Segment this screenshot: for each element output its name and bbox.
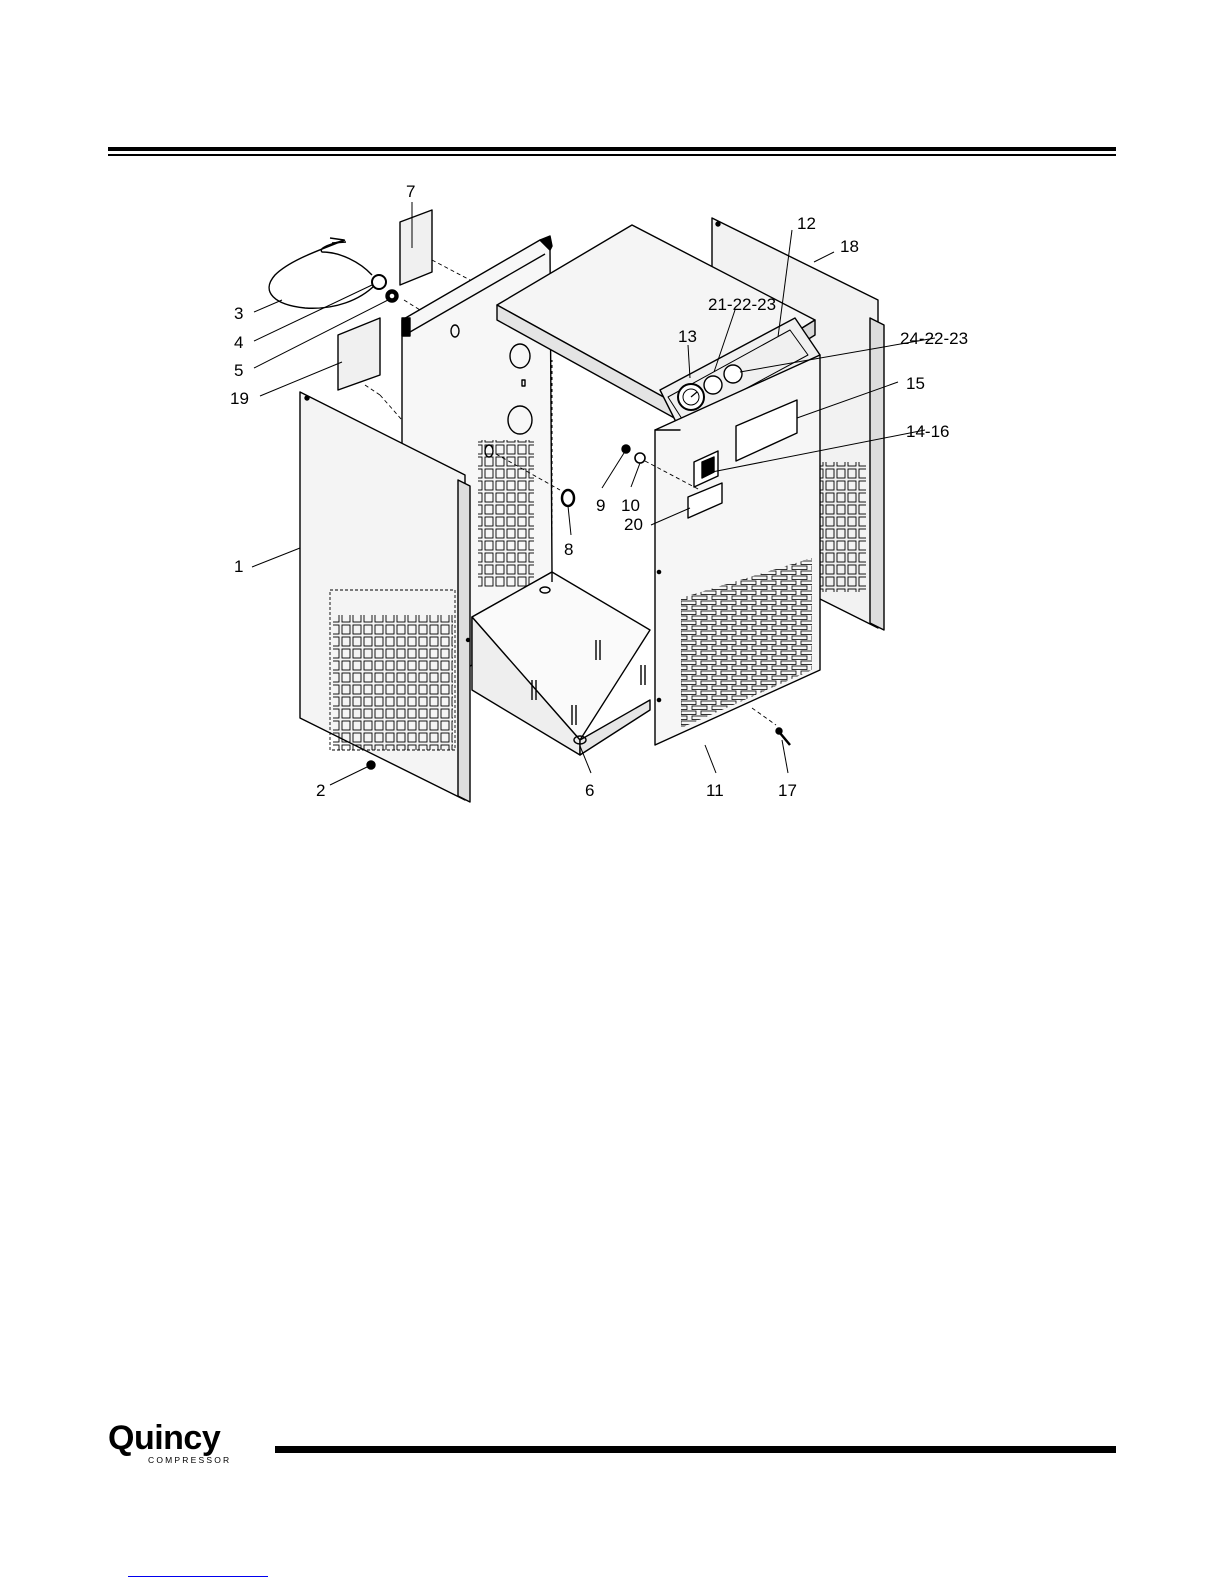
logo-wordmark: Quincy: [108, 1419, 220, 1458]
callout-4: 4: [234, 333, 243, 352]
footer-rule: [275, 1446, 1116, 1453]
callout-21-22-23: 21-22-23: [708, 295, 776, 314]
callout-18: 18: [840, 237, 859, 256]
callout-3: 3: [234, 304, 243, 323]
callout-14-16: 14-16: [906, 422, 949, 441]
callout-5: 5: [234, 361, 243, 380]
callout-17: 17: [778, 781, 797, 800]
callout-24-22-23: 24-22-23: [900, 329, 968, 348]
quincy-logo: Quincy COMPRESSOR: [108, 1425, 268, 1465]
callout-8: 8: [564, 540, 573, 559]
callout-20: 20: [624, 515, 643, 534]
callout-12: 12: [797, 214, 816, 233]
callout-11: 11: [706, 781, 724, 800]
power-cable: [269, 238, 398, 308]
callout-2: 2: [316, 781, 325, 800]
callout-6: 6: [585, 781, 594, 800]
callout-13: 13: [678, 327, 697, 346]
link-underline[interactable]: [128, 1576, 268, 1577]
callout-10: 10: [621, 496, 640, 515]
callout-9: 9: [596, 496, 605, 515]
callout-19: 19: [230, 389, 249, 408]
logo-subtitle: COMPRESSOR: [148, 1455, 231, 1465]
callout-1: 1: [234, 557, 243, 576]
callout-15: 15: [906, 374, 925, 393]
callout-7: 7: [406, 182, 415, 201]
